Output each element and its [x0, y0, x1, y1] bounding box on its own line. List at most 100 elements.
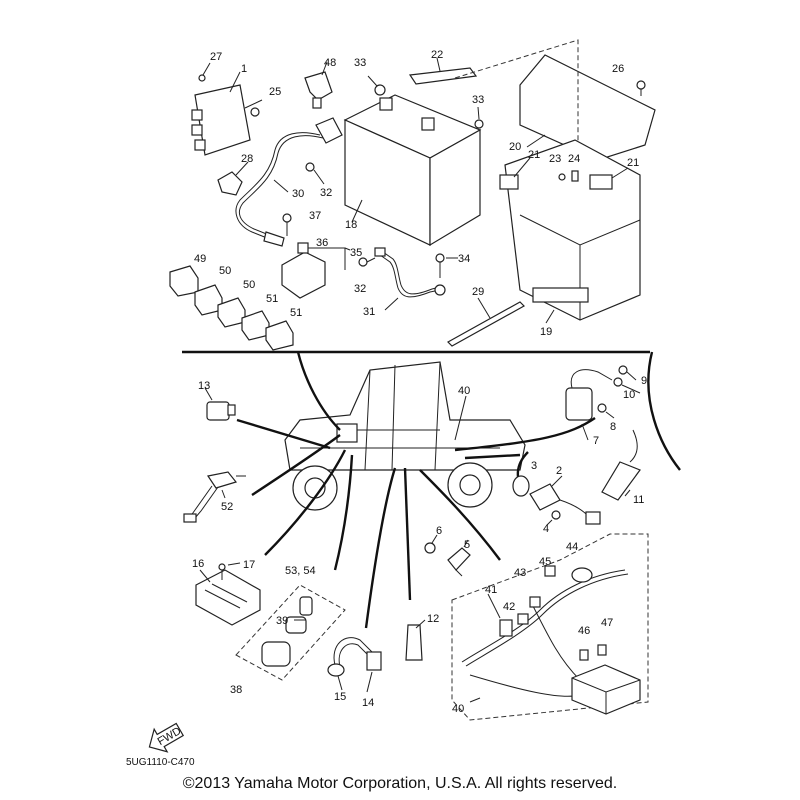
- callout-1: 1: [241, 63, 247, 75]
- callout-50: 50: [243, 279, 255, 291]
- washer-10: [613, 377, 641, 394]
- leader-lines: [236, 351, 681, 629]
- main-switch-assembly-38: [235, 584, 346, 681]
- bolt-4: [546, 510, 561, 526]
- callout-47: 47: [601, 617, 613, 629]
- battery-cover-20: [454, 39, 656, 230]
- callout-21: 21: [627, 157, 639, 169]
- callout-41: 41: [485, 584, 497, 596]
- callout-45: 45: [539, 556, 551, 568]
- callout-11: 11: [633, 494, 644, 506]
- battery-band-22: [408, 57, 478, 85]
- callout-8: 8: [610, 421, 616, 433]
- callout-5: 5: [464, 539, 470, 551]
- bolt-25: [244, 99, 263, 117]
- callout-51: 51: [266, 293, 278, 305]
- battery-box-19: [504, 139, 641, 324]
- screw-9: [618, 365, 637, 381]
- clip-24: [571, 170, 579, 182]
- callout-46: 46: [578, 625, 590, 637]
- screw-27: [198, 62, 211, 82]
- clamp-28: [217, 161, 249, 196]
- battery-18: [343, 94, 482, 247]
- pad-21-left: [499, 157, 531, 190]
- bolt-8: [597, 403, 615, 419]
- fwd-label: FWD: [156, 725, 184, 748]
- callout-51: 51: [290, 307, 302, 319]
- callout-27: 27: [210, 51, 222, 63]
- callout-17: 17: [243, 559, 255, 571]
- callout-9: 9: [641, 375, 647, 387]
- callout-23: 23: [549, 153, 561, 165]
- callout-22: 22: [431, 49, 443, 61]
- fuse-49: [169, 265, 199, 297]
- fuse-51-a: [241, 310, 270, 341]
- callout-38: 38: [230, 684, 242, 696]
- callout-3: 3: [531, 460, 537, 472]
- control-unit-1: [191, 71, 251, 156]
- fuse-51-b: [265, 320, 294, 351]
- callout-20: 20: [509, 141, 521, 153]
- leader-40-upper: [454, 395, 467, 441]
- switch-13: [204, 387, 236, 421]
- bolt-37: [282, 213, 292, 236]
- nut-33-right: [474, 106, 484, 129]
- bracket-48: [304, 61, 333, 109]
- diagram-code: 5UG1110-C470: [126, 757, 195, 768]
- callout-37: 37: [309, 210, 321, 222]
- callout-26: 26: [612, 63, 624, 75]
- callout-19: 19: [540, 326, 552, 338]
- callout-10: 10: [623, 389, 635, 401]
- callout-43: 43: [514, 567, 526, 579]
- callout-33: 33: [472, 94, 484, 106]
- sensor-52: [183, 471, 246, 523]
- starter-relay-35: [281, 242, 351, 299]
- callout-52: 52: [221, 501, 233, 513]
- callout-48: 48: [324, 57, 336, 69]
- callout-7: 7: [593, 435, 599, 447]
- callout-40: 40: [452, 703, 464, 715]
- callout-15: 15: [334, 691, 346, 703]
- callout-29: 29: [472, 286, 484, 298]
- sensor-pipe-15: [327, 637, 373, 691]
- rectifier-16: [195, 569, 261, 626]
- callout-16: 16: [192, 558, 204, 570]
- vehicle-outline: [284, 361, 526, 511]
- bolt-23: [558, 173, 566, 181]
- callout-34: 34: [458, 253, 470, 265]
- callout-32: 32: [320, 187, 332, 199]
- minus-lead-31: [374, 247, 446, 311]
- callout-31: 31: [363, 306, 375, 318]
- bolt-32-upper: [305, 162, 325, 185]
- callout-35: 35: [350, 247, 362, 259]
- callout-36: 36: [316, 237, 328, 249]
- callout-21: 21: [528, 149, 540, 161]
- callout-53-54: 53, 54: [285, 565, 316, 577]
- callout-18: 18: [345, 219, 357, 231]
- screw-26: [636, 80, 646, 96]
- pad-21-right: [589, 167, 629, 190]
- plug-cap-11: [601, 429, 641, 501]
- bolt-34: [435, 253, 458, 278]
- fwd-arrow-icon: FWD: [148, 722, 185, 753]
- sensor-14: [366, 651, 382, 693]
- copyright-text: ©2013 Yamaha Motor Corporation, U.S.A. A…: [182, 775, 618, 792]
- sender-5: [447, 539, 471, 577]
- callout-12: 12: [427, 613, 439, 625]
- ignition-coil-7: [565, 369, 613, 441]
- cable-tie-29: [447, 297, 525, 347]
- callout-25: 25: [269, 86, 281, 98]
- bolt-17: [218, 562, 241, 580]
- callout-28: 28: [241, 153, 253, 165]
- sensor-2: [529, 475, 601, 525]
- callout-2: 2: [556, 465, 562, 477]
- callout-49: 49: [194, 253, 206, 265]
- callout-50: 50: [219, 265, 231, 277]
- lead-wire-30: [235, 117, 343, 247]
- wire-harness-40: [451, 533, 649, 721]
- callout-44: 44: [566, 541, 578, 553]
- o-ring-3: [512, 475, 530, 497]
- sensor-12: [405, 619, 426, 661]
